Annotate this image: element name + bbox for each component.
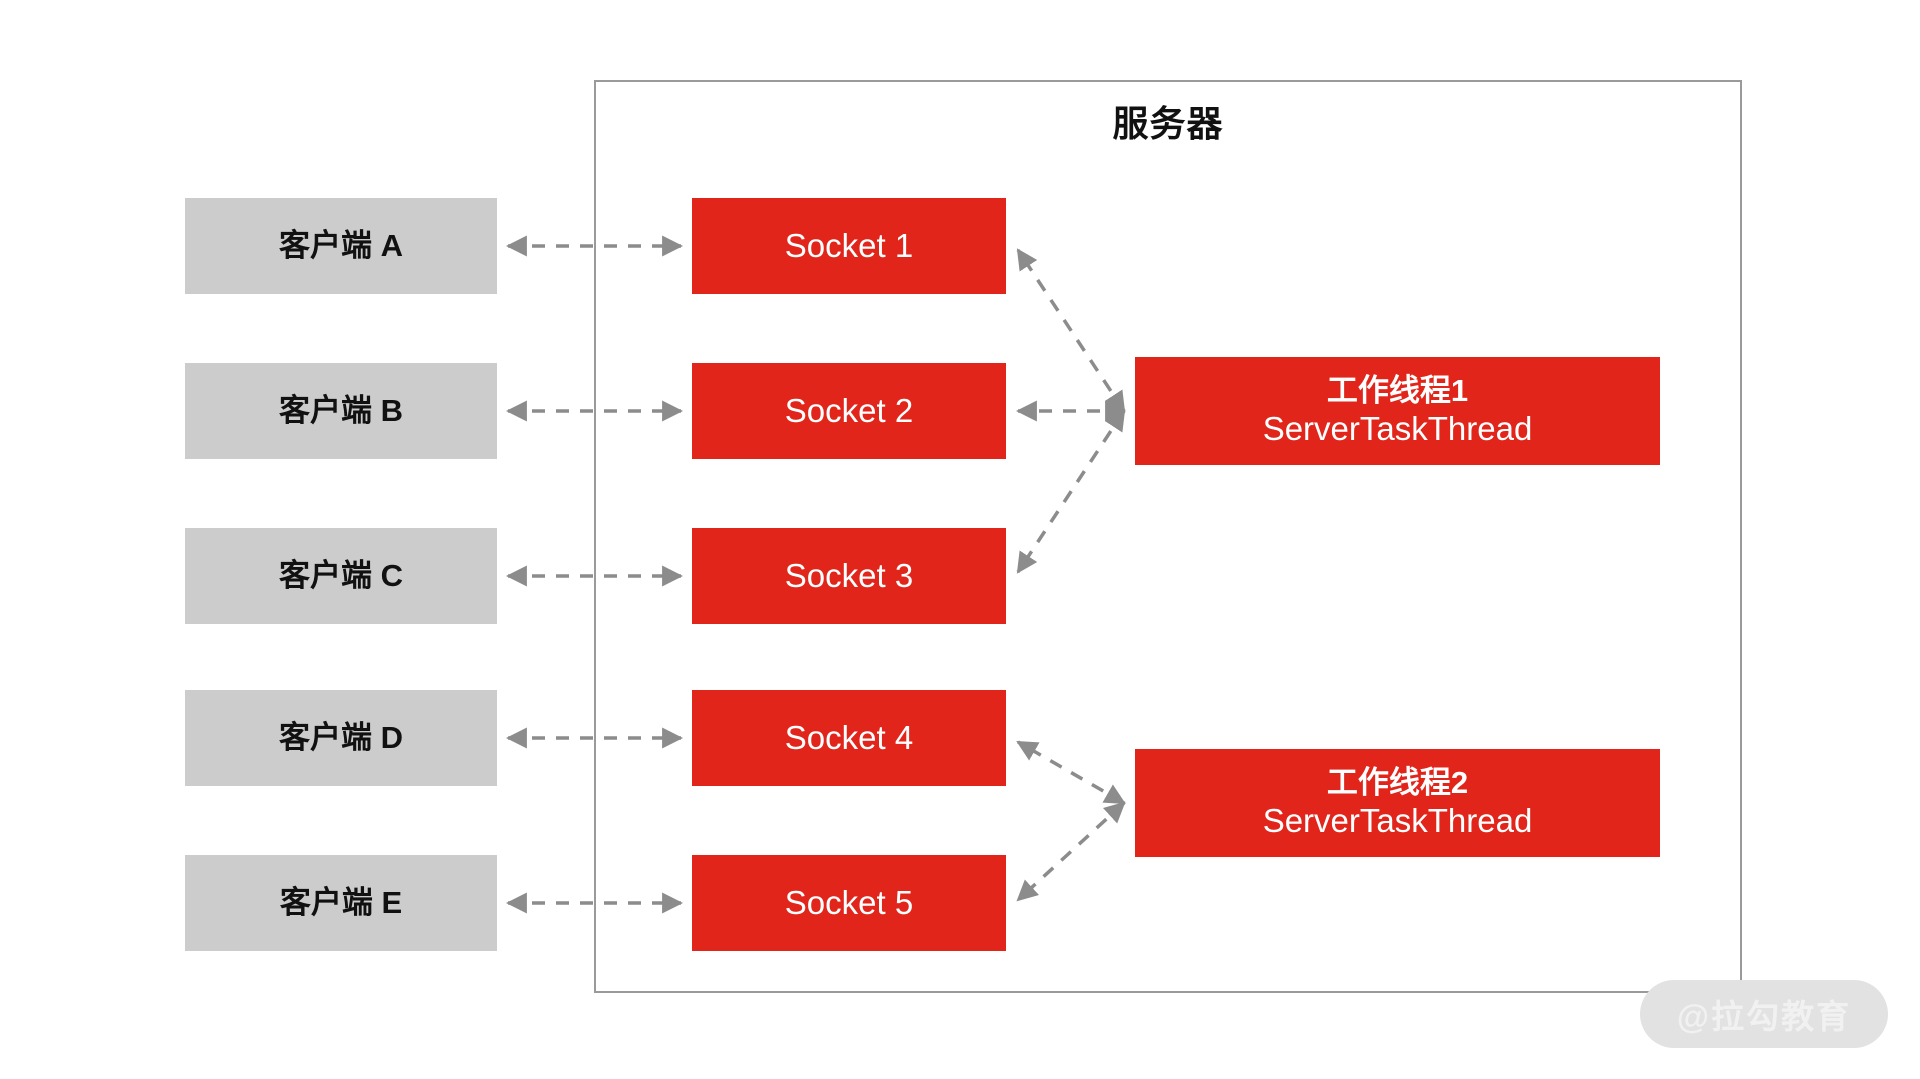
socket-box-2[interactable]: Socket 2 xyxy=(692,363,1006,459)
client-box-b[interactable]: 客户端 B xyxy=(185,363,497,459)
socket-label-1: Socket 1 xyxy=(784,226,914,264)
client-box-d[interactable]: 客户端 D xyxy=(185,690,497,786)
server-title: 服务器 xyxy=(1112,103,1224,144)
worker-thread-box-2[interactable]: 工作线程2 ServerTaskThread xyxy=(1135,749,1660,857)
client-label-c: 客户端 C xyxy=(279,557,403,593)
worker-thread-name-2: 工作线程2 xyxy=(1326,765,1469,801)
socket-label-5: Socket 5 xyxy=(784,883,914,921)
client-box-c[interactable]: 客户端 C xyxy=(185,528,497,624)
socket-label-3: Socket 3 xyxy=(784,556,914,594)
socket-label-4: Socket 4 xyxy=(784,718,914,756)
watermark-text: @拉勾教育 xyxy=(1676,998,1852,1035)
worker-thread-class-1: ServerTaskThread xyxy=(1262,409,1533,447)
watermark-badge: @拉勾教育 xyxy=(1640,980,1888,1048)
client-box-e[interactable]: 客户端 E xyxy=(185,855,497,951)
client-label-a: 客户端 A xyxy=(279,227,403,263)
socket-box-1[interactable]: Socket 1 xyxy=(692,198,1006,294)
socket-box-5[interactable]: Socket 5 xyxy=(692,855,1006,951)
client-label-d: 客户端 D xyxy=(279,719,403,755)
worker-thread-name-1: 工作线程1 xyxy=(1326,373,1469,409)
client-label-e: 客户端 E xyxy=(279,884,403,920)
client-label-b: 客户端 B xyxy=(279,392,403,428)
socket-box-3[interactable]: Socket 3 xyxy=(692,528,1006,624)
client-box-a[interactable]: 客户端 A xyxy=(185,198,497,294)
socket-box-4[interactable]: Socket 4 xyxy=(692,690,1006,786)
socket-label-2: Socket 2 xyxy=(784,391,914,429)
worker-thread-class-2: ServerTaskThread xyxy=(1262,801,1533,839)
worker-thread-box-1[interactable]: 工作线程1 ServerTaskThread xyxy=(1135,357,1660,465)
